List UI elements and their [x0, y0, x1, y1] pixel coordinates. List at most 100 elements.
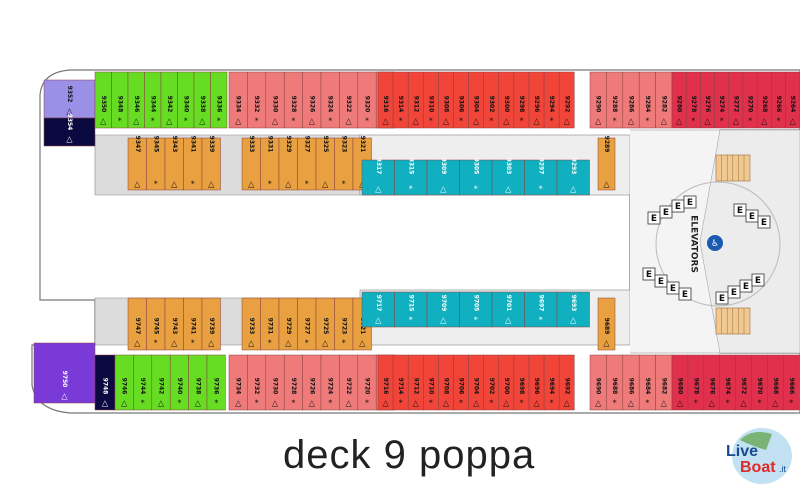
cabin-9264[interactable]: 9264△	[785, 71, 800, 129]
cabin-9704[interactable]: 9704△	[468, 354, 484, 411]
cabin-9738[interactable]: 9738△	[188, 354, 208, 411]
cabin-9272[interactable]: 9272△	[728, 71, 744, 129]
cabin-9702[interactable]: 9702*	[483, 354, 500, 411]
cabin-9746[interactable]: 9746△	[114, 354, 134, 411]
cabin-9723[interactable]: 9723*	[334, 297, 354, 351]
cabin-9701[interactable]: 9701△	[491, 291, 525, 328]
cabin-9348[interactable]: 9348*	[111, 71, 129, 129]
cabin-9316[interactable]: 9316△	[377, 71, 394, 129]
cabin-9743[interactable]: 9743△	[164, 297, 184, 351]
cabin-9332[interactable]: 9332*	[247, 71, 267, 129]
cabin-9676[interactable]: 9676△	[703, 354, 720, 411]
cabin-9276[interactable]: 9276△	[700, 71, 715, 129]
cabin-9354[interactable]: 9354△	[43, 114, 96, 147]
cabin-9334[interactable]: 9334△	[228, 71, 248, 129]
cabin-9270[interactable]: 9270*	[742, 71, 758, 129]
cabin-9293[interactable]: 9293△	[556, 158, 590, 196]
cabin-9331[interactable]: 9331*	[260, 136, 280, 191]
cabin-9352[interactable]: 9352△	[43, 79, 96, 119]
cabin-9730[interactable]: 9730△	[265, 354, 285, 411]
cabin-9315[interactable]: 9315*	[394, 158, 428, 196]
cabin-9720[interactable]: 9720*	[357, 354, 377, 411]
cabin-9734[interactable]: 9734△	[228, 354, 248, 411]
cabin-9329[interactable]: 9329△	[278, 136, 298, 191]
cabin-9692[interactable]: 9692△	[558, 354, 575, 411]
cabin-9731[interactable]: 9731*	[260, 297, 280, 351]
cabin-9297[interactable]: 9297*	[524, 158, 558, 196]
cabin-9333[interactable]: 9333△	[241, 136, 261, 191]
cabin-9294[interactable]: 9294*	[543, 71, 560, 129]
cabin-9317[interactable]: 9317△	[361, 158, 395, 196]
cabin-9341[interactable]: 9341*	[183, 136, 203, 191]
cabin-9324[interactable]: 9324*	[320, 71, 340, 129]
cabin-9274[interactable]: 9274*	[714, 71, 730, 129]
cabin-9739[interactable]: 9739△	[201, 297, 221, 351]
cabin-9732[interactable]: 9732*	[247, 354, 267, 411]
cabin-9740[interactable]: 9740*	[169, 354, 189, 411]
cabin-9304[interactable]: 9304△	[468, 71, 484, 129]
cabin-9322[interactable]: 9322△	[339, 71, 359, 129]
cabin-9336[interactable]: 9336*	[210, 71, 228, 129]
cabin-9306[interactable]: 9306*	[453, 71, 469, 129]
cabin-9688[interactable]: 9688*	[606, 354, 624, 411]
cabin-9694[interactable]: 9694*	[543, 354, 560, 411]
cabin-9314[interactable]: 9314*	[392, 71, 409, 129]
cabin-9323[interactable]: 9323*	[334, 136, 354, 191]
cabin-9742[interactable]: 9742△	[151, 354, 171, 411]
cabin-9686[interactable]: 9686△	[622, 354, 640, 411]
cabin-9280[interactable]: 9280△	[671, 71, 687, 129]
cabin-9678[interactable]: 9678*	[687, 354, 705, 411]
cabin-9709[interactable]: 9709△	[426, 291, 460, 328]
cabin-9326[interactable]: 9326△	[302, 71, 322, 129]
cabin-9747[interactable]: 9747△	[127, 297, 147, 351]
cabin-9741[interactable]: 9741*	[183, 297, 203, 351]
cabin-9744[interactable]: 9744*	[133, 354, 153, 411]
cabin-9708[interactable]: 9708△	[438, 354, 454, 411]
cabin-9715[interactable]: 9715*	[394, 291, 428, 328]
cabin-9325[interactable]: 9325△	[315, 136, 335, 191]
cabin-9726[interactable]: 9726△	[302, 354, 322, 411]
cabin-9736[interactable]: 9736*	[206, 354, 226, 411]
cabin-9682[interactable]: 9682△	[655, 354, 673, 411]
cabin-9347[interactable]: 9347△	[127, 136, 147, 191]
cabin-9684[interactable]: 9684*	[638, 354, 656, 411]
cabin-9302[interactable]: 9302*	[483, 71, 500, 129]
cabin-9706[interactable]: 9706*	[453, 354, 469, 411]
cabin-9748[interactable]: 9748△	[94, 354, 116, 411]
cabin-9305[interactable]: 9305*	[459, 158, 493, 196]
cabin-9342[interactable]: 9342△	[160, 71, 178, 129]
cabin-9310[interactable]: 9310*	[423, 71, 439, 129]
cabin-9278[interactable]: 9278*	[685, 71, 701, 129]
cabin-9712[interactable]: 9712△	[407, 354, 424, 411]
cabin-9722[interactable]: 9722△	[339, 354, 359, 411]
cabin-9670[interactable]: 9670*	[751, 354, 768, 411]
cabin-9290[interactable]: 9290△	[589, 71, 607, 129]
cabin-9672[interactable]: 9672△	[735, 354, 752, 411]
cabin-9698[interactable]: 9698*	[513, 354, 530, 411]
cabin-9320[interactable]: 9320*	[357, 71, 377, 129]
cabin-9344[interactable]: 9344*	[144, 71, 162, 129]
cabin-9340[interactable]: 9340*	[177, 71, 195, 129]
cabin-9733[interactable]: 9733△	[241, 297, 261, 351]
cabin-9292[interactable]: 9292△	[558, 71, 575, 129]
cabin-9303[interactable]: 9303△	[491, 158, 525, 196]
cabin-9674[interactable]: 9674*	[719, 354, 736, 411]
cabin-9268[interactable]: 9268△	[756, 71, 772, 129]
cabin-9729[interactable]: 9729△	[278, 297, 298, 351]
cabin-9680[interactable]: 9680△	[671, 354, 689, 411]
cabin-9668[interactable]: 9668△	[767, 354, 784, 411]
cabin-9350[interactable]: 9350△	[94, 71, 112, 129]
cabin-9312[interactable]: 9312△	[407, 71, 424, 129]
cabin-9745[interactable]: 9745*	[146, 297, 166, 351]
cabin-9309[interactable]: 9309△	[426, 158, 460, 196]
cabin-9716[interactable]: 9716△	[377, 354, 394, 411]
cabin-9689[interactable]: 9689△	[597, 297, 616, 351]
cabin-9308[interactable]: 9308△	[438, 71, 454, 129]
cabin-9710[interactable]: 9710*	[423, 354, 439, 411]
cabin-9284[interactable]: 9284*	[638, 71, 656, 129]
cabin-9690[interactable]: 9690△	[589, 354, 607, 411]
cabin-9327[interactable]: 9327*	[297, 136, 317, 191]
cabin-9289[interactable]: 9289△	[597, 136, 616, 191]
cabin-9300[interactable]: 9300△	[498, 71, 515, 129]
cabin-9296[interactable]: 9296△	[528, 71, 545, 129]
